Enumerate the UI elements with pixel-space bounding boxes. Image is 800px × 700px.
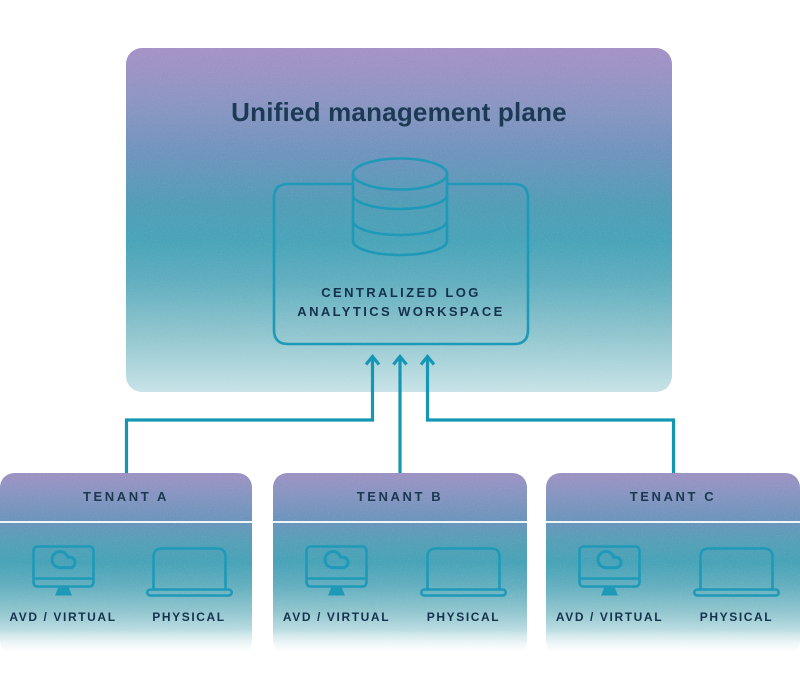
device-label: AVD / VIRTUAL	[9, 610, 117, 624]
device-label: AVD / VIRTUAL	[282, 610, 391, 624]
device-label: PHYSICAL	[152, 610, 226, 624]
tenant-c-box: TENANT C AVD / VIRTUAL PHYSICAL	[546, 473, 800, 655]
workspace-label-line1: CENTRALIZED LOG	[321, 285, 481, 300]
laptop-icon	[693, 547, 780, 597]
tenant-a-title: TENANT A	[82, 489, 170, 504]
workspace-label-line2: ANALYTICS WORKSPACE	[297, 304, 505, 319]
tenant-divider	[0, 521, 252, 523]
device-avd-virtual: AVD / VIRTUAL	[546, 545, 673, 624]
tenant-b-box: TENANT B AVD / VIRTUAL PHYSICAL	[273, 473, 527, 655]
tenant-b-devices: AVD / VIRTUAL PHYSICAL	[273, 545, 527, 624]
laptop-icon	[420, 547, 507, 597]
device-physical: PHYSICAL	[673, 545, 800, 624]
tenant-b-title: TENANT B	[356, 489, 444, 504]
laptop-icon	[145, 547, 233, 597]
tenant-c-devices: AVD / VIRTUAL PHYSICAL	[546, 545, 800, 624]
cloud-monitor-icon	[305, 545, 368, 596]
device-physical: PHYSICAL	[400, 545, 527, 624]
device-avd-virtual: AVD / VIRTUAL	[273, 545, 400, 624]
device-label: AVD / VIRTUAL	[555, 610, 664, 624]
unified-management-plane-box: Unified management plane	[126, 48, 672, 392]
device-physical: PHYSICAL	[126, 545, 252, 624]
cloud-monitor-icon	[31, 545, 95, 596]
tenant-a-box: TENANT A AVD / VIRTUAL PHYSICAL	[0, 473, 252, 655]
tenant-a-devices: AVD / VIRTUAL PHYSICAL	[0, 545, 252, 624]
workspace-label: CENTRALIZED LOG ANALYTICS WORKSPACE	[274, 283, 528, 321]
tenant-divider	[273, 521, 527, 523]
plane-title: Unified management plane	[231, 97, 567, 127]
cloud-monitor-icon	[578, 545, 641, 596]
device-label: PHYSICAL	[426, 610, 501, 624]
device-label: PHYSICAL	[699, 610, 774, 624]
tenant-c-title: TENANT C	[629, 489, 717, 504]
device-avd-virtual: AVD / VIRTUAL	[0, 545, 126, 624]
tenant-divider	[546, 521, 800, 523]
